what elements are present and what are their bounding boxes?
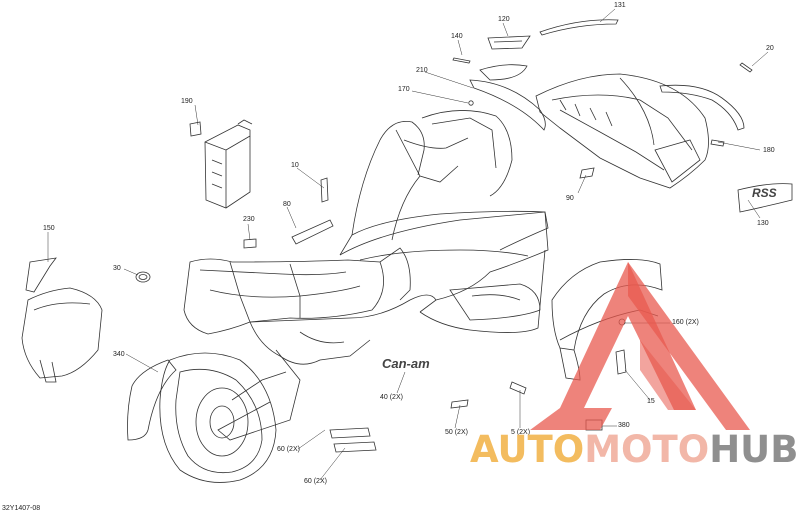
decal-10 (320, 177, 329, 203)
callout-170: 170 (398, 86, 410, 93)
front-nose-panel (535, 73, 709, 189)
rss-badge-text: RSS (752, 186, 777, 200)
rear-mudflap (21, 257, 103, 383)
callout-60b: 60 (2X) (304, 478, 327, 485)
callout-30: 30 (113, 265, 121, 272)
main-body-frame (183, 110, 549, 441)
decal-230 (243, 238, 257, 249)
rear-wheel (127, 352, 277, 483)
callout-40: 40 (2X) (380, 394, 403, 401)
can-am-logo: Can-am (382, 356, 430, 371)
callout-15: 15 (647, 398, 655, 405)
decal-140 (452, 57, 471, 64)
cap-30 (135, 271, 151, 283)
callout-80: 80 (283, 201, 291, 208)
decal-60b (333, 441, 377, 453)
callout-210: 210 (416, 67, 428, 74)
watermark-part-moto: MOTO (584, 428, 710, 471)
callout-140: 140 (451, 33, 463, 40)
callout-50: 50 (2X) (445, 429, 468, 436)
callout-10: 10 (291, 162, 299, 169)
callout-380: 380 (618, 422, 630, 429)
callout-230: 230 (243, 216, 255, 223)
decal-120 (487, 35, 531, 50)
leader-lines (47, 8, 769, 481)
decal-15 (615, 349, 627, 375)
decal-131 (539, 19, 619, 36)
decal-60a (329, 427, 371, 439)
decal-50 (450, 399, 469, 409)
automotohub-watermark: AUTOMOTOHUB (470, 428, 798, 472)
storage-box-190 (189, 119, 253, 209)
part-210 (469, 64, 546, 131)
side-trim-20 (659, 84, 745, 131)
callout-5: 5 (2X) (511, 429, 531, 436)
decal-80 (291, 219, 334, 245)
decal-90 (579, 167, 595, 179)
callout-190: 190 (181, 98, 193, 105)
decal-5 (509, 381, 527, 395)
watermark-part-auto: AUTO (470, 428, 585, 471)
watermark-triangles (530, 262, 750, 430)
decal-170 (468, 100, 474, 106)
callout-180: 180 (763, 147, 775, 154)
watermark-part-hub: HUB (709, 428, 799, 471)
rss-badge-130 (737, 183, 793, 213)
callout-20: 20 (766, 45, 774, 52)
callout-60a: 60 (2X) (277, 446, 300, 453)
decal-180 (710, 139, 725, 147)
callout-90: 90 (566, 195, 574, 202)
callout-150: 150 (43, 225, 55, 232)
callout-131: 131 (614, 2, 626, 9)
decal-20 (739, 62, 753, 73)
callout-130: 130 (757, 220, 769, 227)
callout-160: 160 (2X) (672, 319, 699, 326)
document-code: 32Y1407-08 (2, 505, 41, 512)
callout-340: 340 (113, 351, 125, 358)
callout-120: 120 (498, 16, 510, 23)
